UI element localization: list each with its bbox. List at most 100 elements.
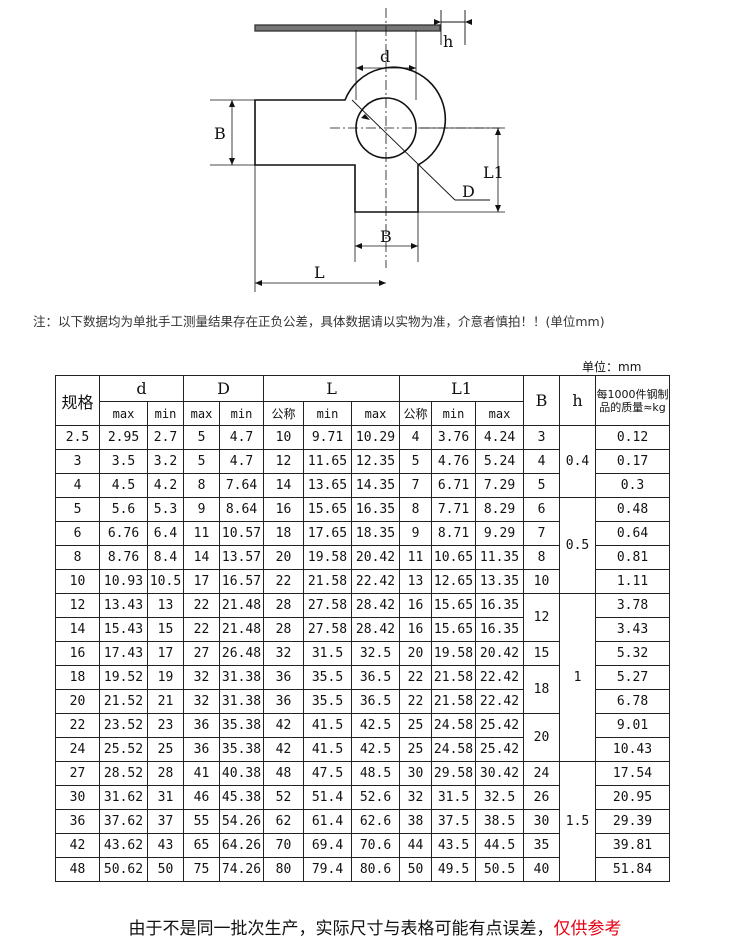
cell-l1-max: 38.5 [475,809,524,834]
cell-l-nominal: 22 [263,569,304,594]
header-l: L [263,375,400,402]
cell-d-min: 25 [147,737,184,762]
cell-b: 5 [523,473,560,498]
dim-label-h: h [443,32,453,51]
cell-l-max: 20.42 [351,545,400,570]
cell-l-max: 70.6 [351,833,400,858]
cell-l-min: 69.4 [303,833,352,858]
cell-l1-max: 50.5 [475,857,524,882]
cell-d-min: 4.2 [147,473,184,498]
cell-d-min: 2.7 [147,425,184,450]
cell-b: 35 [523,833,560,858]
cell-d-max: 31.62 [99,785,148,810]
cell-mass: 10.43 [595,737,670,762]
cell-mass: 3.78 [595,593,670,618]
cell-mass: 0.17 [595,449,670,474]
cell-l-nominal: 48 [263,761,304,786]
cell-spec: 42 [55,833,100,858]
cell-d-min: 15 [147,617,184,642]
cell-l1-max: 22.42 [475,665,524,690]
cell-l1-max: 4.24 [475,425,524,450]
cell-outer-d-min: 74.26 [219,857,264,882]
cell-l1-max: 13.35 [475,569,524,594]
cell-l1-nominal: 13 [399,569,432,594]
cell-spec: 3 [55,449,100,474]
cell-l-max: 52.6 [351,785,400,810]
cell-b: 26 [523,785,560,810]
cell-d-max: 13.43 [99,593,148,618]
cell-l-max: 32.5 [351,641,400,666]
cell-l-nominal: 42 [263,713,304,738]
cell-b: 20 [523,713,560,762]
cell-l-max: 42.5 [351,713,400,738]
cell-mass: 5.32 [595,641,670,666]
cell-spec: 12 [55,593,100,618]
cell-outer-d-min: 10.57 [219,521,264,546]
dim-label-d-outer: D [462,182,475,201]
cell-d-max: 10.93 [99,569,148,594]
cell-l-nominal: 36 [263,665,304,690]
cell-l-min: 15.65 [303,497,352,522]
cell-outer-d-max: 22 [183,593,220,618]
cell-mass: 5.27 [595,665,670,690]
cell-l1-min: 21.58 [431,665,476,690]
cell-l-nominal: 20 [263,545,304,570]
cell-l1-max: 44.5 [475,833,524,858]
cell-l-min: 17.65 [303,521,352,546]
cell-outer-d-max: 55 [183,809,220,834]
cell-b: 18 [523,665,560,714]
cell-b: 24 [523,761,560,786]
cell-outer-d-max: 36 [183,713,220,738]
cell-l-max: 80.6 [351,857,400,882]
cell-b: 4 [523,449,560,474]
cell-outer-d-max: 11 [183,521,220,546]
cell-l-max: 16.35 [351,497,400,522]
cell-spec: 10 [55,569,100,594]
cell-outer-d-max: 9 [183,497,220,522]
cell-l1-min: 6.71 [431,473,476,498]
cell-l1-min: 15.65 [431,593,476,618]
cell-l-nominal: 42 [263,737,304,762]
cell-outer-d-min: 21.48 [219,617,264,642]
cell-l-min: 13.65 [303,473,352,498]
cell-l1-max: 22.42 [475,689,524,714]
cell-l-min: 51.4 [303,785,352,810]
cell-mass: 0.12 [595,425,670,450]
sub-l1-nominal: 公称 [399,401,432,426]
cell-l-nominal: 70 [263,833,304,858]
cell-l1-max: 20.42 [475,641,524,666]
cell-outer-d-min: 16.57 [219,569,264,594]
cell-outer-d-max: 32 [183,689,220,714]
cell-spec: 16 [55,641,100,666]
cell-spec: 48 [55,857,100,882]
cell-l1-min: 7.71 [431,497,476,522]
cell-l-max: 14.35 [351,473,400,498]
cell-l-max: 62.6 [351,809,400,834]
cell-l1-nominal: 38 [399,809,432,834]
cell-d-min: 50 [147,857,184,882]
spec-table-body: 规格 d D L L1 B h 每1000件钢制品的质量≈kg max min … [55,375,670,882]
cell-outer-d-min: 31.38 [219,689,264,714]
header-l1: L1 [399,375,524,402]
cell-spec: 14 [55,617,100,642]
cell-outer-d-min: 40.38 [219,761,264,786]
cell-d-min: 37 [147,809,184,834]
cell-l1-nominal: 25 [399,737,432,762]
cell-l-nominal: 62 [263,809,304,834]
cell-spec: 30 [55,785,100,810]
cell-l-nominal: 80 [263,857,304,882]
cell-outer-d-max: 22 [183,617,220,642]
cell-outer-d-min: 54.26 [219,809,264,834]
cell-d-max: 4.5 [99,473,148,498]
cell-l-max: 28.42 [351,593,400,618]
cell-l-min: 27.58 [303,617,352,642]
cell-l1-min: 10.65 [431,545,476,570]
cell-outer-d-min: 31.38 [219,665,264,690]
